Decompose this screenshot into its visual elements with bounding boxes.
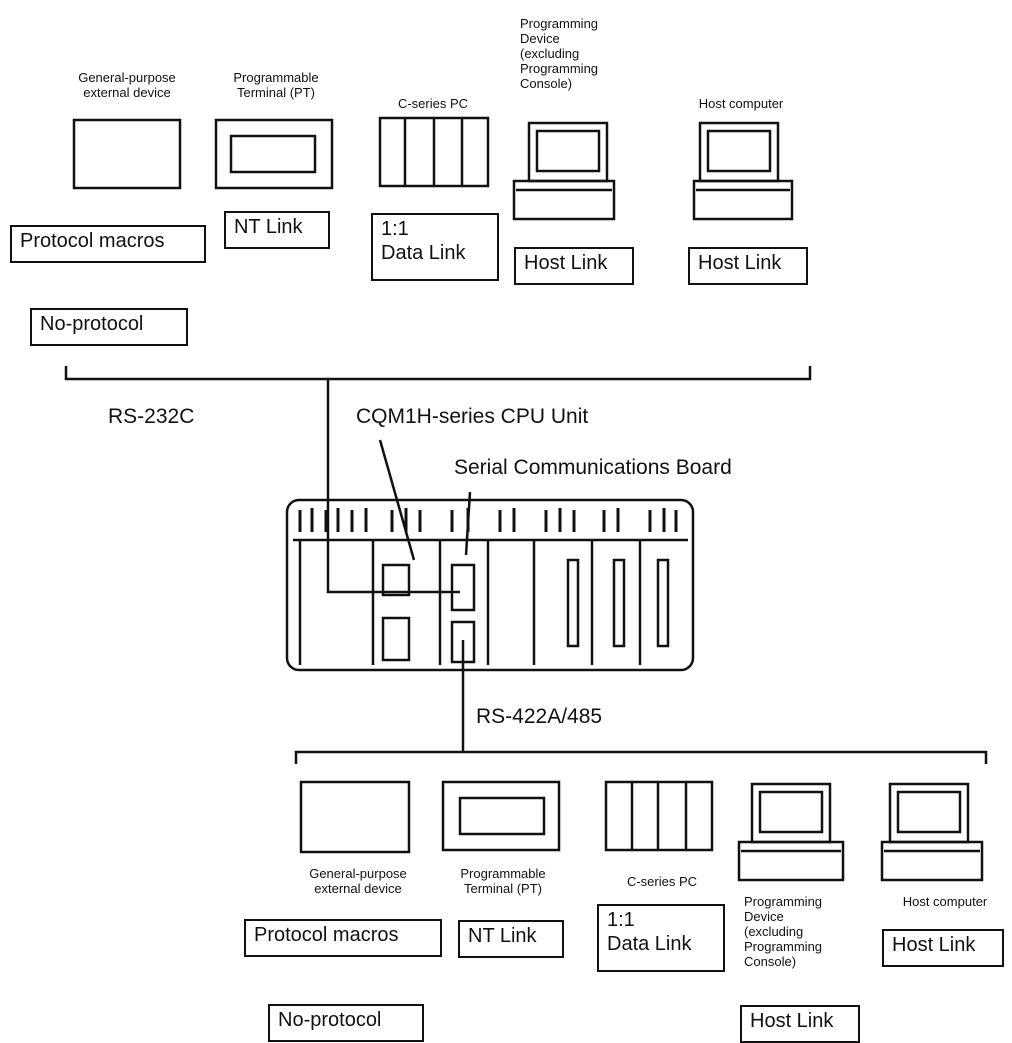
top-host-computer-icon <box>692 121 794 221</box>
bottom-host-link-box-2: Host Link <box>882 929 1004 967</box>
top-nt-link-box: NT Link <box>224 211 330 249</box>
bottom-no-protocol-box: No-protocol <box>268 1004 424 1042</box>
bottom-cseries-pc-icon <box>604 780 714 852</box>
bottom-protocol-macros-box: Protocol macros <box>244 919 442 957</box>
bottom-programming-device-label: Programming Device (excluding Programmin… <box>744 894 823 969</box>
top-pt-icon <box>214 118 334 190</box>
cpu-unit-label: CQM1H-series CPU Unit <box>356 405 589 428</box>
bottom-data-link-box: 1:1 Data Link <box>597 904 725 972</box>
top-host-link-box-2: Host Link <box>688 247 808 285</box>
top-external-device-icon <box>72 118 182 190</box>
top-programming-device-label: Programming Device (excluding Programmin… <box>520 16 599 91</box>
top-no-protocol-box: No-protocol <box>30 308 188 346</box>
rs232c-label: RS-232C <box>108 405 195 428</box>
rs422-label: RS-422A/485 <box>476 705 603 728</box>
serial-board-label: Serial Communications Board <box>454 456 732 479</box>
bottom-programming-device-icon <box>737 782 845 882</box>
bottom-host-link-box-1: Host Link <box>740 1005 860 1043</box>
top-external-device-label: General-purpose external device <box>78 70 176 100</box>
bottom-cseries-pc-label: C-series PC <box>626 874 698 889</box>
rs232c-bus-line <box>64 366 812 381</box>
bottom-external-device-label: General-purpose external device <box>309 866 407 896</box>
top-host-link-box-1: Host Link <box>514 247 634 285</box>
rs422-bus-line <box>294 750 988 764</box>
bottom-host-computer-label: Host computer <box>902 894 988 909</box>
top-cseries-pc-icon <box>378 116 490 188</box>
plc-top-vents <box>298 508 678 532</box>
bottom-external-device-icon <box>299 780 411 854</box>
bottom-nt-link-box: NT Link <box>458 920 564 958</box>
cqm1h-plc-icon <box>285 498 695 672</box>
top-host-computer-label: Host computer <box>698 96 784 111</box>
bottom-host-computer-icon <box>880 782 984 882</box>
top-cseries-pc-label: C-series PC <box>397 96 469 111</box>
bottom-pt-label: Programmable Terminal (PT) <box>460 866 546 896</box>
top-data-link-box: 1:1 Data Link <box>371 213 499 281</box>
bottom-pt-icon <box>441 780 561 852</box>
top-protocol-macros-box: Protocol macros <box>10 225 206 263</box>
top-pt-label: Programmable Terminal (PT) <box>233 70 319 100</box>
top-programming-device-icon <box>512 121 616 221</box>
rs232c-cable <box>326 379 460 594</box>
